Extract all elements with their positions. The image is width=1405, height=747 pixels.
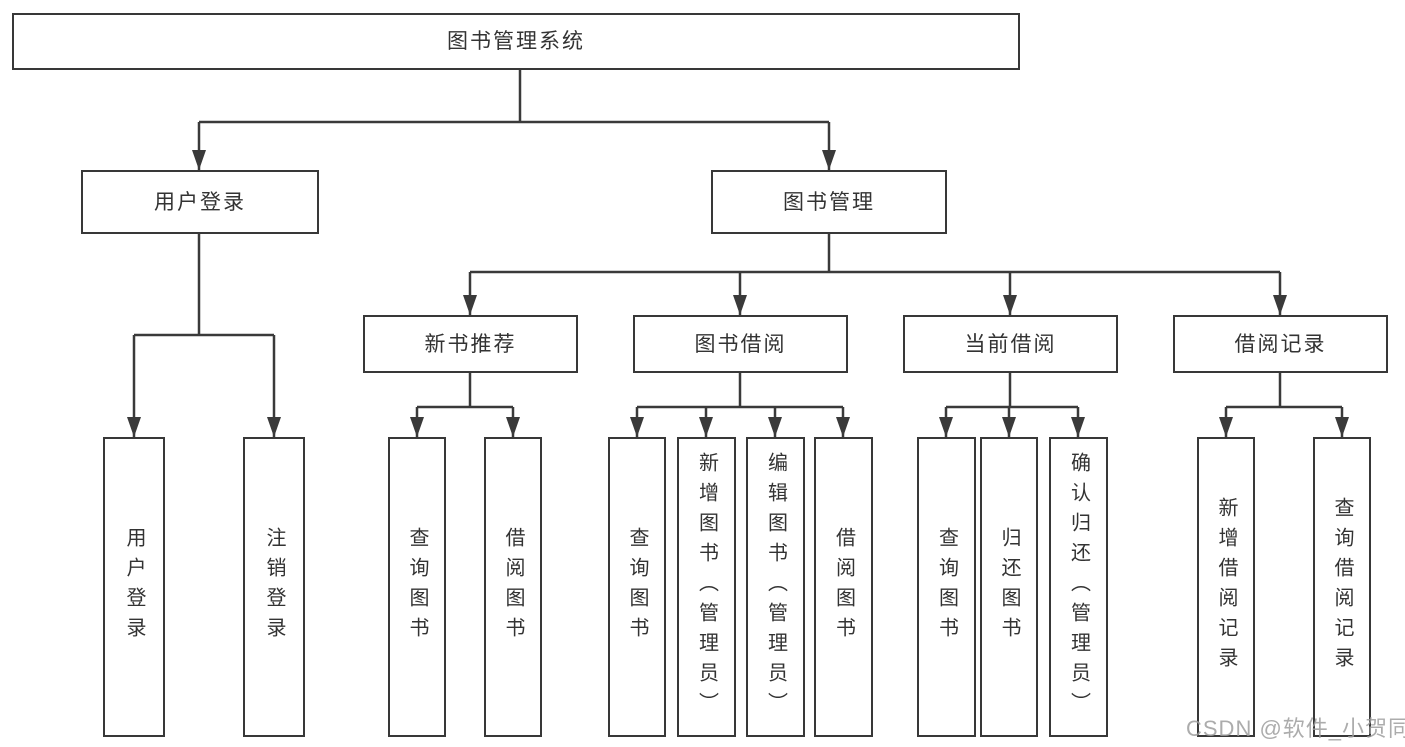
node-library-management-system: 图书管理系统 <box>12 13 1020 70</box>
leaf-query-books-1: 查询图书 <box>388 437 446 737</box>
connector-borrow-records <box>1224 373 1344 437</box>
leaf-borrow-books-2: 借阅图书 <box>814 437 873 737</box>
arrowheads <box>127 150 1349 437</box>
leaf-query-books-2: 查询图书 <box>608 437 666 737</box>
node-label: 确认归还（管理员） <box>1067 452 1090 722</box>
leaf-logout: 注销登录 <box>243 437 305 737</box>
leaf-add-borrow-record: 新增借阅记录 <box>1197 437 1255 737</box>
node-label: 借阅记录 <box>1234 332 1327 356</box>
node-label: 归还图书 <box>998 527 1020 647</box>
node-book-management: 图书管理 <box>711 170 947 234</box>
node-label: 借阅图书 <box>832 527 855 647</box>
leaf-borrow-books-1: 借阅图书 <box>484 437 542 737</box>
node-label: 编辑图书（管理员） <box>764 452 787 722</box>
node-label: 注销登录 <box>263 527 285 647</box>
leaf-confirm-return-admin: 确认归还（管理员） <box>1049 437 1108 737</box>
node-label: 图书管理系统 <box>447 30 585 53</box>
node-label: 借阅图书 <box>502 527 524 647</box>
connector-book-management <box>468 234 1282 315</box>
node-label: 查询图书 <box>406 527 428 647</box>
leaf-add-books-admin: 新增图书（管理员） <box>677 437 736 737</box>
node-user-login: 用户登录 <box>81 170 319 234</box>
node-label: 图书借阅 <box>694 332 787 356</box>
connector-user-login <box>132 234 276 437</box>
node-current-borrow: 当前借阅 <box>903 315 1118 373</box>
leaf-edit-books-admin: 编辑图书（管理员） <box>746 437 805 737</box>
node-label: 查询借阅记录 <box>1331 497 1353 677</box>
node-label: 查询图书 <box>626 527 648 647</box>
node-label: 当前借阅 <box>964 332 1057 356</box>
node-label: 图书管理 <box>783 190 875 214</box>
connector-book-borrow <box>635 373 845 437</box>
connector-root <box>197 70 831 170</box>
leaf-query-borrow-record: 查询借阅记录 <box>1313 437 1371 737</box>
leaf-user-login: 用户登录 <box>103 437 165 737</box>
node-label: 新增借阅记录 <box>1215 497 1237 677</box>
leaf-query-books-3: 查询图书 <box>917 437 976 737</box>
node-label: 新书推荐 <box>424 332 517 356</box>
node-label: 查询图书 <box>935 527 958 647</box>
node-book-borrow: 图书借阅 <box>633 315 848 373</box>
leaf-return-books: 归还图书 <box>980 437 1038 737</box>
node-label: 用户登录 <box>123 527 145 647</box>
connector-new-book-recommend <box>415 373 515 437</box>
node-new-book-recommend: 新书推荐 <box>363 315 578 373</box>
node-label: 用户登录 <box>154 190 246 214</box>
node-borrow-records: 借阅记录 <box>1173 315 1388 373</box>
node-label: 新增图书（管理员） <box>695 452 718 722</box>
csdn-watermark: CSDN @软件_小贺同学 <box>1186 716 1405 741</box>
